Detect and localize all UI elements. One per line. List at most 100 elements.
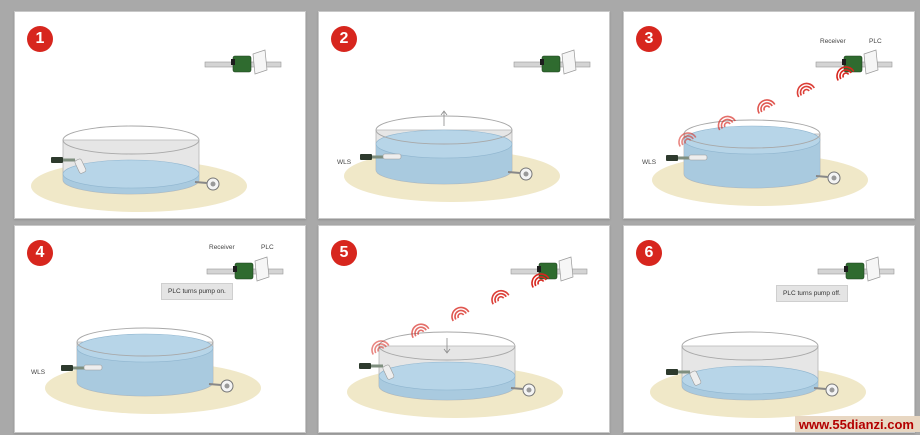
receiver-connector — [842, 59, 846, 65]
water-surface — [683, 125, 821, 155]
tank-rim — [681, 331, 819, 361]
panel-illustration — [45, 256, 284, 414]
pump-pipe — [815, 175, 829, 178]
radio-wave-icon — [491, 289, 510, 305]
radio-wave-icon — [531, 273, 550, 288]
step-panel-2: 2 WLS — [318, 11, 610, 219]
receiver-label: Receiver — [820, 38, 846, 45]
wls-arm — [73, 366, 85, 370]
water — [77, 348, 213, 396]
water — [63, 174, 199, 194]
tank-rim — [378, 331, 516, 361]
panel-illustration — [347, 256, 588, 418]
wls-arm — [63, 158, 75, 162]
radio-wave-icon — [836, 66, 855, 81]
tank-rim — [62, 125, 200, 155]
pump-hub — [526, 387, 532, 393]
pump-pipe — [507, 171, 521, 174]
water-surface — [378, 361, 516, 391]
radio-wave-icon — [678, 132, 697, 147]
panel-illustration — [650, 256, 895, 418]
wls-float — [689, 370, 702, 386]
wls-transmitter — [51, 157, 63, 163]
receiver-module — [232, 55, 252, 73]
water-surface — [681, 365, 819, 395]
wls-label: WLS — [642, 159, 657, 166]
step-panel-4: 4 Receiver PLC PLC turns pump on. WLS — [14, 225, 306, 433]
wls-arm — [372, 155, 384, 159]
plc-module — [865, 256, 881, 282]
pump-hub — [829, 387, 835, 393]
pump-hub — [224, 383, 230, 389]
pump-hub — [831, 175, 837, 181]
wls-float — [83, 364, 103, 371]
step-number-badge: 5 — [331, 240, 357, 266]
water — [379, 376, 515, 400]
wls-arm — [678, 156, 690, 160]
down-arrowhead — [443, 348, 451, 354]
pump-hub — [523, 171, 529, 177]
wls-float — [382, 153, 402, 160]
wls-label: WLS — [337, 159, 352, 166]
panel-illustration — [31, 49, 282, 212]
wls-label: WLS — [31, 369, 46, 376]
plc-module — [252, 49, 268, 75]
water — [376, 144, 512, 184]
wls-transmitter — [666, 155, 678, 161]
plc-label: PLC — [261, 244, 274, 251]
pump-pipe — [194, 181, 208, 184]
water — [684, 140, 820, 188]
plc-module — [863, 49, 879, 75]
receiver-module — [845, 262, 865, 280]
water-surface — [62, 159, 200, 189]
tank-rim — [76, 327, 214, 357]
receiver-connector — [537, 266, 541, 272]
step-panel-1: 1 — [14, 11, 306, 219]
wls-transmitter — [359, 363, 371, 369]
plc-module — [254, 256, 270, 282]
wls-transmitter — [61, 365, 73, 371]
plc-module — [558, 256, 574, 282]
receiver-connector — [231, 59, 235, 65]
step-panel-5: 5 — [318, 225, 610, 433]
pump-pipe — [813, 387, 827, 390]
step-number-badge: 4 — [27, 240, 53, 266]
step-panel-6: 6 PLC turns pump off. — [623, 225, 915, 433]
radio-wave-icon — [411, 323, 430, 339]
wls-arm — [678, 370, 690, 374]
radio-wave-icon — [757, 99, 776, 114]
pump-pipe — [510, 387, 524, 390]
wls-arm — [371, 364, 383, 368]
wls-transmitter — [360, 154, 372, 160]
step-number-badge: 2 — [331, 26, 357, 52]
radio-wave-icon — [371, 340, 390, 355]
receiver-module — [234, 262, 254, 280]
step-number-badge: 1 — [27, 26, 53, 52]
panel-illustration — [652, 49, 893, 206]
receiver-connector — [844, 266, 848, 272]
water-surface — [76, 333, 214, 363]
wls-transmitter — [666, 369, 678, 375]
plc-callout: PLC turns pump off. — [776, 285, 848, 302]
radio-wave-icon — [717, 115, 736, 131]
wls-float — [382, 364, 395, 380]
watermark: www.55dianzi.com — [794, 416, 920, 432]
panel-illustration — [344, 49, 591, 202]
plc-callout: PLC turns pump on. — [161, 283, 233, 300]
receiver-connector — [233, 266, 237, 272]
radio-wave-icon — [451, 306, 470, 322]
water — [682, 380, 818, 400]
receiver-label: Receiver — [209, 244, 235, 251]
wls-float — [74, 158, 87, 174]
plc-label: PLC — [869, 38, 882, 45]
plc-module — [561, 49, 577, 75]
receiver-connector — [540, 59, 544, 65]
pump-pipe — [208, 383, 222, 386]
step-panel-3: 3 Receiver PLC WLS — [623, 11, 915, 219]
pump-hub — [210, 181, 216, 187]
wls-float — [688, 154, 708, 161]
step-number-badge: 3 — [636, 26, 662, 52]
step-number-badge: 6 — [636, 240, 662, 266]
up-arrowhead — [440, 110, 448, 116]
receiver-module — [541, 55, 561, 73]
